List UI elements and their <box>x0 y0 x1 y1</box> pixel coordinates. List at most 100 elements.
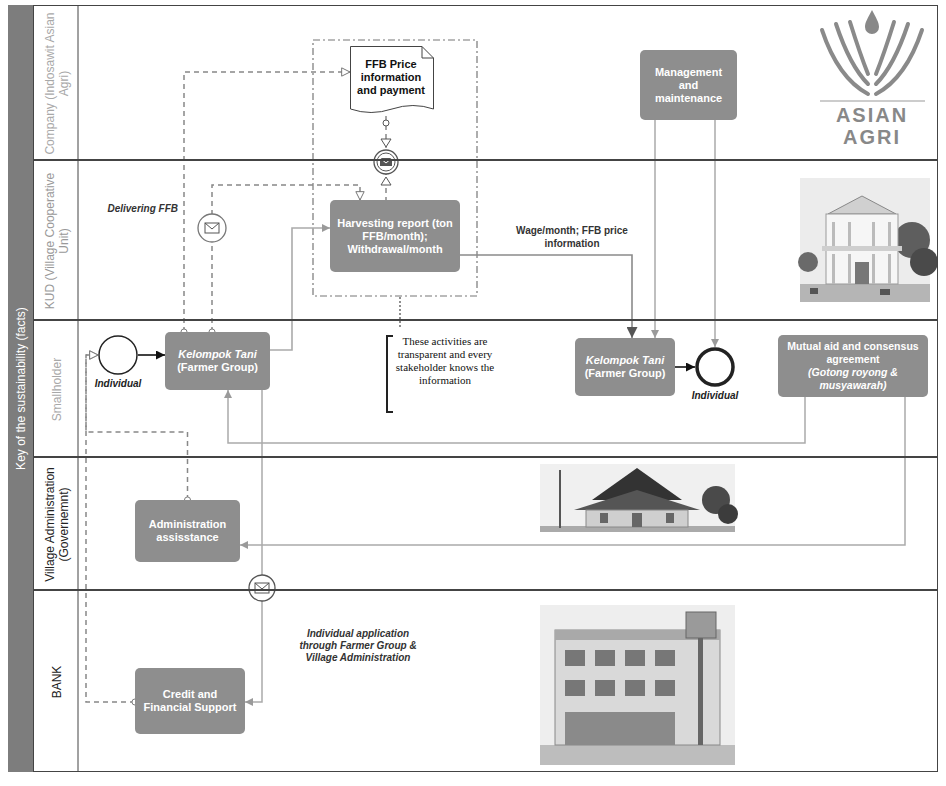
document-outline <box>351 47 434 113</box>
bank-building-photo <box>595 680 615 696</box>
kud-building-photo <box>798 252 818 272</box>
edge-label: Wage/month; FFB price information <box>510 224 634 250</box>
message-event <box>249 575 275 601</box>
village-hall-photo <box>559 470 561 528</box>
text-holder: Individual <box>692 390 739 402</box>
village-hall-photo <box>600 513 608 523</box>
bank-building-photo <box>595 650 615 666</box>
connector <box>184 72 350 332</box>
village-hall-photo <box>718 504 738 524</box>
kud-building-photo <box>855 262 869 284</box>
connector <box>228 390 805 443</box>
bank-building-photo <box>655 650 675 666</box>
connector <box>675 366 695 368</box>
process-box: Kelompok Tani(Farmer Group) <box>165 332 270 390</box>
connector <box>86 355 188 500</box>
kud-building-photo <box>848 222 851 246</box>
company-logo <box>850 22 868 74</box>
message-event <box>381 139 391 147</box>
message-event <box>380 158 392 166</box>
node-text: Administration assisstance <box>141 518 234 544</box>
connector <box>245 390 262 702</box>
message-event <box>249 575 275 601</box>
event-circle <box>99 336 137 374</box>
label-holder: ASIAN AGRI <box>822 104 922 148</box>
event-circle <box>695 347 735 387</box>
node-text: Harvesting report (ton FFB/month); Withd… <box>336 217 454 256</box>
process-box: Kelompok Tani(Farmer Group) <box>575 338 675 396</box>
connector <box>714 120 716 347</box>
bank-building-photo <box>698 622 703 745</box>
node-text: Kelompok Tani <box>586 354 664 367</box>
company-logo <box>820 10 925 101</box>
label-holder: Individual application through Farmer Gr… <box>288 628 428 664</box>
kud-building-photo <box>822 246 902 251</box>
kud-building-photo <box>848 254 851 284</box>
message-event <box>380 158 392 163</box>
company-logo <box>822 30 868 94</box>
message-event <box>383 120 389 126</box>
kud-building-photo <box>888 254 891 284</box>
lane-title: BANK <box>34 591 79 773</box>
process-box: Administration assisstance <box>135 500 240 562</box>
bank-building-photo <box>540 605 735 765</box>
document-shape: FFB Price information and payment <box>350 46 434 116</box>
kud-building-photo <box>888 222 891 246</box>
company-logo <box>820 101 925 102</box>
kud-building-photo <box>832 222 835 246</box>
note-bracket <box>387 336 393 412</box>
kud-building-photo <box>810 288 818 294</box>
bank-building-photo <box>555 630 720 745</box>
document-fold <box>422 47 434 59</box>
village-hall-photo <box>574 490 700 510</box>
text-holder: FFB Price information and payment <box>350 46 434 116</box>
lane-title: Smallholder <box>34 321 79 458</box>
node-text: KUD (Village Cooperative Unit) <box>43 167 71 315</box>
document-outline <box>350 46 434 116</box>
lane-separator <box>78 5 79 772</box>
side-band: Key of the sustainability (facts) <box>8 5 33 772</box>
connector <box>654 120 656 338</box>
village-hall-photo <box>666 513 674 523</box>
kud-building-photo <box>828 196 896 214</box>
start-event: Individual <box>98 335 138 375</box>
kud-building-photo <box>800 178 930 302</box>
kud-building-photo <box>798 178 938 302</box>
swimlane: Village Administration (Governemnt) Admin… <box>33 457 938 590</box>
connector <box>212 185 360 332</box>
message-event <box>374 150 398 174</box>
connector-layer <box>86 72 905 702</box>
annotation-text: Individual application through Farmer Gr… <box>288 628 428 664</box>
node-text: Village Administration (Governemnt) <box>43 464 71 585</box>
bank-building-photo <box>655 680 675 696</box>
node-text: BANK <box>50 666 64 699</box>
node-text: Management and maintenance <box>646 66 731 105</box>
process-box: Harvesting report (ton FFB/month); Withd… <box>330 200 460 272</box>
village-hall-photo <box>586 510 688 527</box>
node-text: Key of the sustainability (facts) <box>14 307 28 470</box>
message-event <box>205 223 219 229</box>
village-hall-photo <box>540 464 735 532</box>
node-text: Mutual aid and consensus agreement <box>784 340 922 366</box>
annotation-text: ASIAN AGRI <box>822 104 922 148</box>
group-frame <box>313 40 477 296</box>
bank-building-photo <box>540 605 735 765</box>
process-box: Credit and Financial Support <box>135 668 245 734</box>
connector <box>240 397 905 545</box>
process-box: Management and maintenance <box>640 50 737 120</box>
bank-building-photo <box>565 650 585 666</box>
lane-title: Company (Indosawit Asian Agri) <box>34 6 79 161</box>
event-circle <box>98 335 138 375</box>
process-box: Mutual aid and consensus agreement(Goton… <box>778 335 928 397</box>
leader-line <box>399 297 400 329</box>
node-text: Smallholder <box>50 358 64 421</box>
message-event <box>255 583 269 593</box>
edge-label-holder: Wage/month; FFB price information <box>510 224 634 250</box>
message-event <box>198 214 226 242</box>
village-hall-photo <box>540 464 738 532</box>
label-holder: These activities are transparent and eve… <box>395 335 495 387</box>
swimlane: Company (Indosawit Asian Agri) FFB Price … <box>33 5 938 160</box>
